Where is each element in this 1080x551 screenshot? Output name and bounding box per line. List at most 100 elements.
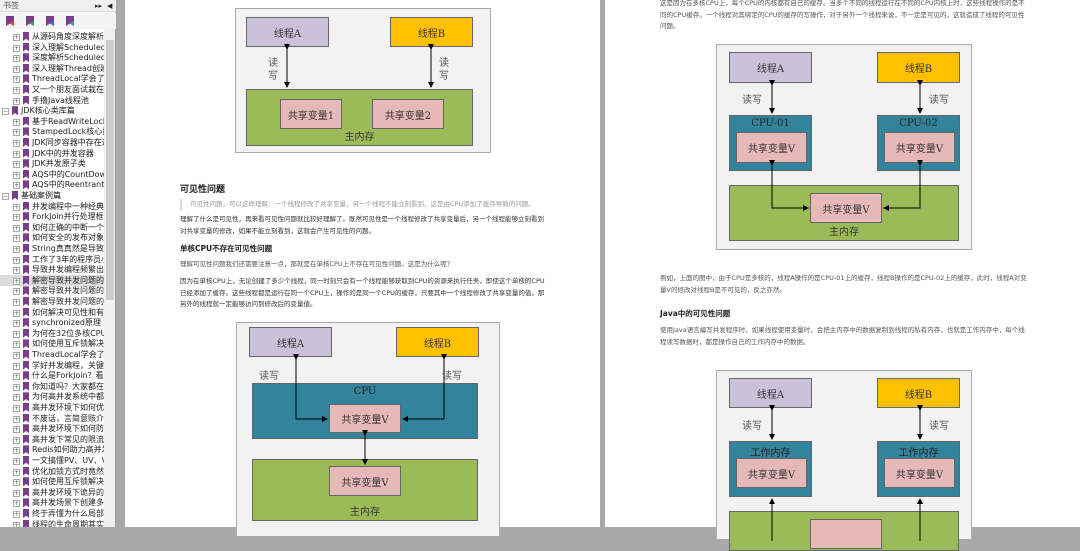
add-bookmark-icon[interactable] — [26, 16, 34, 26]
expand-icon[interactable]: + — [13, 171, 20, 179]
expand-icon[interactable]: + — [13, 224, 20, 232]
bookmark-item[interactable]: +synchronized原理 — [0, 317, 104, 328]
bookmark-item[interactable]: +Redis如何助力高并发秒杀 — [0, 444, 104, 455]
expand-icon[interactable]: + — [13, 55, 20, 63]
bookmark-item[interactable]: +ForkJoin并行处理框架 — [0, 211, 104, 222]
bookmark-item[interactable]: +如何正确的中断一个线程 — [0, 222, 104, 233]
expand-icon[interactable]: + — [13, 246, 20, 253]
expand-icon[interactable]: ▸▸ — [95, 2, 103, 10]
bookmark-item[interactable]: +JDK同步容器中存在这些 — [0, 137, 104, 148]
bookmark-item[interactable]: +工作了3年的程序员小菜 — [0, 254, 104, 265]
expand-icon[interactable]: + — [13, 65, 20, 73]
bookmark-item[interactable]: +高并发场景下创建多少线程 — [0, 497, 104, 508]
expand-icon[interactable]: + — [13, 182, 20, 190]
bookmark-item[interactable]: +手撸Java线程池 — [0, 95, 104, 106]
expand-icon[interactable]: + — [13, 479, 20, 487]
expand-icon[interactable]: + — [13, 489, 20, 497]
delete-bookmark-icon[interactable] — [6, 16, 14, 26]
expand-icon[interactable]: + — [13, 34, 20, 41]
bookmark-item[interactable]: +如何使用互斥锁解决多线程 — [0, 338, 104, 349]
expand-icon[interactable]: + — [13, 362, 20, 370]
bookmark-item[interactable]: +线程的生命周期其实没 — [0, 519, 104, 527]
bookmark-item[interactable]: +优化加锁方式时竟然死锁 — [0, 466, 104, 477]
bookmark-item[interactable]: +你知道吗？大家都在使用 — [0, 381, 104, 392]
expand-icon[interactable]: + — [13, 511, 20, 518]
expand-icon[interactable]: + — [13, 140, 20, 147]
expand-icon[interactable]: + — [13, 235, 20, 243]
bookmark-item[interactable]: +如何安全的发布对象 — [0, 232, 104, 243]
bookmark-item[interactable]: +高并发环境下如何防止 — [0, 423, 104, 434]
bookmark-item[interactable]: +深度解析ScheduledThreadPoolExecutor — [0, 52, 104, 63]
expand-icon[interactable]: + — [13, 299, 20, 306]
bookmark-item[interactable]: +AQS中的CountDownLatch — [0, 169, 104, 180]
bookmark-item[interactable]: +终于弄懂为什么局部变量 — [0, 508, 104, 519]
bookmark-item[interactable]: +解密导致并发问题的第二 — [0, 285, 104, 296]
bookmark-item[interactable]: +如何使用互斥锁解决多线程 — [0, 476, 104, 487]
bookmark-item[interactable]: +一文搞懂PV、UV、VV — [0, 455, 104, 466]
expand-icon[interactable]: + — [13, 76, 20, 84]
expand-icon[interactable]: + — [13, 309, 20, 317]
expand-icon[interactable]: + — [13, 277, 20, 285]
bookmark-item[interactable]: +深入理解Thread创建线程 — [0, 63, 104, 74]
bookmark-group[interactable]: −JDK核心类库篇 — [0, 105, 104, 116]
expand-icon[interactable]: + — [13, 203, 20, 211]
goto-bookmark-icon[interactable] — [46, 16, 54, 26]
bookmark-item[interactable]: +学好并发编程，关键是 — [0, 360, 104, 371]
expand-icon[interactable]: + — [13, 405, 20, 412]
expand-icon[interactable]: + — [13, 458, 20, 465]
expand-icon[interactable]: + — [13, 214, 20, 222]
bookmark-item[interactable]: +AQS中的ReentrantLock — [0, 179, 104, 190]
expand-icon[interactable]: + — [13, 415, 20, 423]
collapse-panel-icon[interactable]: ◀ — [107, 2, 113, 10]
bookmark-item[interactable]: +JDK中的并发容器 — [0, 148, 104, 159]
bookmark-item[interactable]: +JDK并发原子类 — [0, 158, 104, 169]
expand-icon[interactable]: + — [13, 161, 20, 169]
expand-icon[interactable]: + — [13, 118, 20, 126]
expand-icon[interactable]: + — [13, 320, 20, 328]
bookmark-item[interactable]: +高并发环境下诡异的加锁 — [0, 487, 104, 498]
bookmark-item[interactable]: +ThreadLocal学会了这些 — [0, 73, 104, 84]
bookmark-item[interactable]: +不废话，言简意赅介绍 — [0, 413, 104, 424]
expand-icon[interactable]: + — [13, 129, 20, 137]
expand-icon[interactable]: + — [13, 383, 20, 391]
collapse-icon[interactable]: − — [2, 108, 9, 116]
expand-icon[interactable]: + — [13, 500, 20, 508]
bookmark-item[interactable]: +从源码角度深度解析线程池 — [0, 31, 104, 42]
expand-icon[interactable]: + — [13, 341, 20, 349]
bookmark-item[interactable]: +并发编程中一种经典的 — [0, 201, 104, 212]
expand-icon[interactable]: + — [13, 330, 20, 338]
expand-icon[interactable]: + — [13, 426, 20, 434]
bookmark-item[interactable]: +基于ReadWriteLock开发 — [0, 116, 104, 127]
expand-icon[interactable]: + — [13, 436, 20, 444]
expand-icon[interactable]: + — [13, 44, 20, 52]
bookmark-item[interactable]: +深入理解ScheduledThreadPoolExecutor — [0, 42, 104, 53]
bookmark-item[interactable]: +为何在32位多核CPU上 — [0, 328, 104, 339]
bookmark-item[interactable]: +String真真然是导致生产 — [0, 243, 104, 254]
bookmark-item[interactable]: +如何解决可见性和有序性 — [0, 307, 104, 318]
expand-icon[interactable]: + — [13, 394, 20, 402]
bookmark-item[interactable]: +解密导致并发问题的第一 — [0, 274, 104, 286]
bookmark-group[interactable]: −基础案例篇 — [0, 190, 104, 201]
bookmark-item[interactable]: +什么是ForkJoin？看这一 — [0, 370, 104, 381]
bookmark-item[interactable]: +导致并发编程频繁出问题 — [0, 264, 104, 275]
bookmark-item[interactable]: +ThreadLocal学会了这些 — [0, 349, 104, 360]
expand-icon[interactable]: + — [13, 87, 20, 94]
expand-icon[interactable]: + — [13, 447, 20, 455]
expand-icon[interactable]: + — [13, 468, 20, 476]
expand-icon[interactable]: + — [13, 352, 20, 359]
expand-icon[interactable]: + — [13, 288, 20, 296]
bookmark-item[interactable]: +高并发环境下如何优化 — [0, 402, 104, 413]
collapse-icon[interactable]: − — [2, 193, 9, 200]
expand-icon[interactable]: + — [13, 521, 20, 527]
expand-icon[interactable]: + — [13, 373, 20, 381]
sidebar-scrollbar-thumb[interactable] — [106, 40, 114, 300]
bookmark-item[interactable]: +又一个朋友面试栽在了 — [0, 84, 104, 95]
expand-icon[interactable]: + — [13, 150, 20, 158]
add-child-bookmark-icon[interactable] — [66, 16, 74, 26]
bookmark-item[interactable]: +高并发下常见的限流方案 — [0, 434, 104, 445]
expand-icon[interactable]: + — [13, 267, 20, 275]
expand-icon[interactable]: + — [13, 256, 20, 264]
bookmark-item[interactable]: +解密导致并发问题的第三 — [0, 296, 104, 307]
bookmark-item[interactable]: +为何高并发系统中都要 — [0, 391, 104, 402]
bookmark-item[interactable]: +StampedLock核心技术 — [0, 126, 104, 137]
